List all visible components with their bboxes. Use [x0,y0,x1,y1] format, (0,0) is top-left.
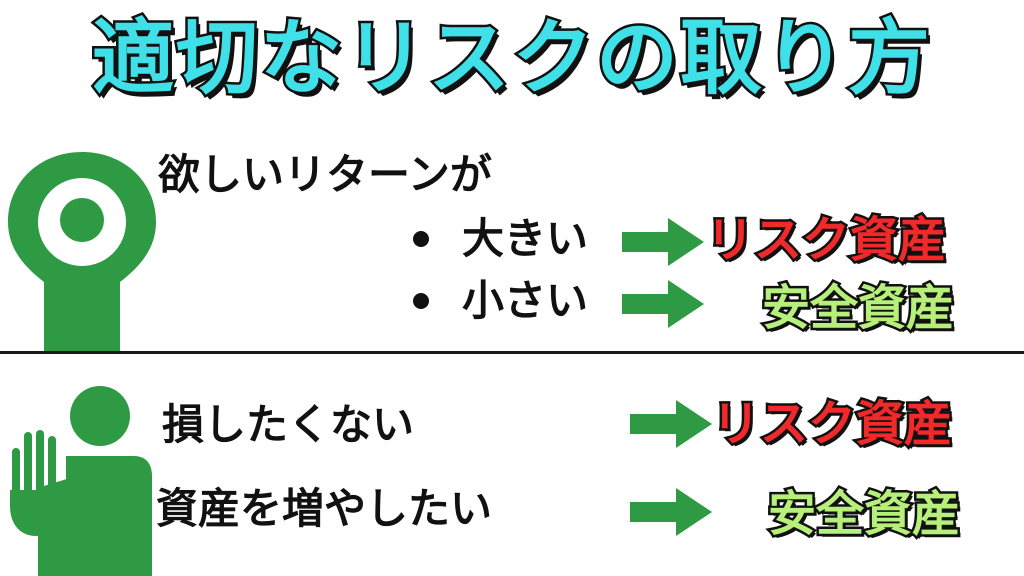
arrow-right-icon [622,218,704,266]
person-ok-sign-icon [8,152,156,354]
bottom-row-1-label: 損したくない [162,400,415,449]
top-row-2-result: 安全資産 [759,278,956,339]
top-row-1-label: 大きい [462,214,589,263]
arrow-right-icon [630,400,712,448]
bottom-row-2-result: 安全資産 [765,484,962,545]
top-heading: 欲しいリターンが [158,150,492,199]
arrow-right-icon [622,280,704,328]
bullet-icon [413,293,429,309]
bullet-icon [413,231,429,247]
bottom-row-2-label: 資産を増やしたい [156,484,493,533]
top-row-1-result: リスク資産 [703,210,948,271]
section-divider [0,351,1024,354]
person-stop-hand-icon [10,386,152,576]
top-row-2-label: 小さい [462,276,589,325]
page-title: 適切なリスクの取り方 [89,9,932,109]
arrow-right-icon [630,488,712,536]
bottom-row-1-result: リスク資産 [709,394,954,455]
